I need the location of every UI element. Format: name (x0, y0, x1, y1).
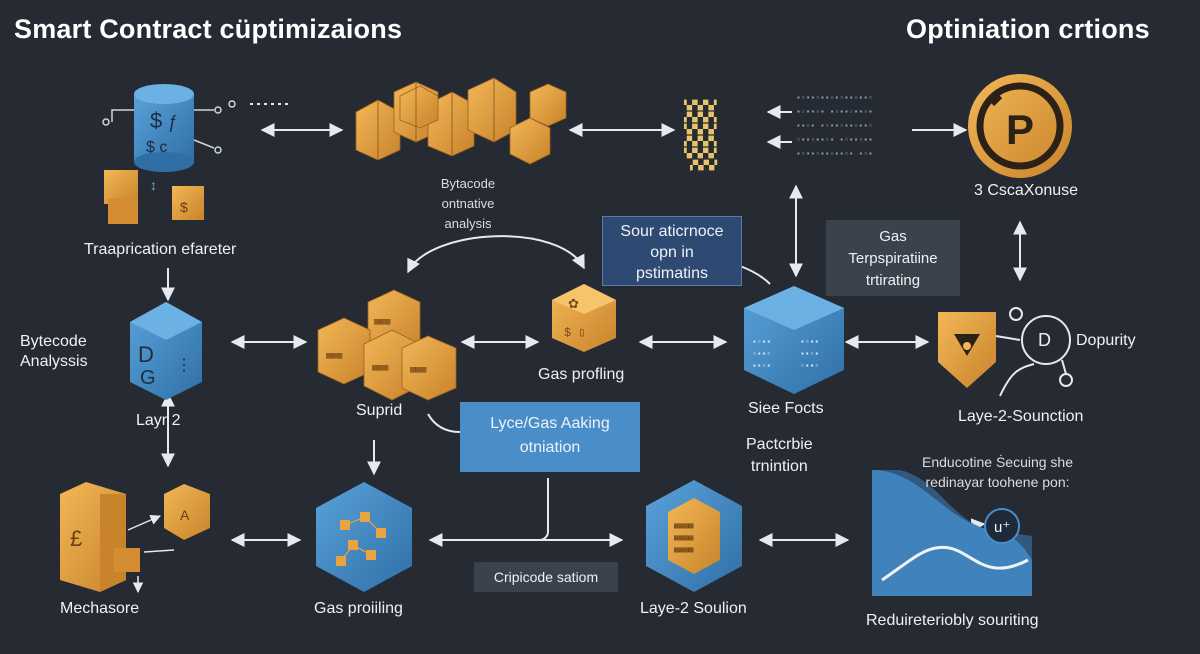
main-title: Smart Contract cüptimizaions (14, 14, 403, 44)
svg-text:£: £ (70, 526, 82, 551)
svg-text:A: A (180, 507, 190, 523)
p-coin-icon: P (968, 74, 1072, 178)
svg-text:▪▫▪▪: ▪▫▪▪ (752, 338, 771, 347)
svg-text:▪▫▪▪▫▪ ▪▫▪▪▫▪▪▫▪: ▪▫▪▪▫▪ ▪▫▪▪▫▪▪▫▪ (796, 108, 873, 117)
svg-text:▦▦▦: ▦▦▦ (372, 363, 389, 373)
gas-box: Gas Terpspiratiine trtirating (826, 220, 960, 296)
svg-text:▫▪▪▫▪▪▫▪ ▪▫▪▪▫▪▪: ▫▪▪▫▪▪▫▪ ▪▫▪▪▫▪▪ (796, 136, 873, 145)
arrow-curve-suprid (427, 413, 461, 433)
svg-text:↕: ↕ (150, 177, 157, 193)
layr2-label: Layr 2 (136, 412, 181, 429)
d-letter: D (1038, 330, 1051, 350)
svg-text:$: $ (150, 108, 162, 133)
svg-text:▚▞▚▞▚▞: ▚▞▚▞▚▞ (683, 99, 717, 111)
svg-text:u⁺: u⁺ (994, 519, 1010, 536)
reduret-label: Reduireteriobly souriting (866, 612, 1039, 629)
svg-text:▚▞▚▞▚▞: ▚▞▚▞▚▞ (683, 147, 717, 159)
svg-text:$ c: $ c (146, 139, 167, 156)
laye2-sounction-label: Laye-2-Sounction (958, 408, 1084, 425)
svg-text:▫▪▪▫: ▫▪▪▫ (752, 350, 771, 359)
gas-proiiling-label: Gas proiiling (314, 600, 403, 617)
mechasore-label: Mechasore (60, 600, 140, 617)
svg-text:▞▚▞▚▞▚: ▞▚▞▚▞▚ (683, 135, 717, 147)
binary-code-cube-icon: ▚▞▚▞▚▞ ▞▚▞▚▞▚ ▚▞▚▞▚▞ ▞▚▞▚▞▚ ▚▞▚▞▚▞ ▞▚▞▚▞… (683, 94, 873, 171)
arrow-lyce-down (539, 478, 549, 541)
gas-profiling-cube-icon: ✿ $ ▯ (552, 284, 616, 352)
siee-focts-cube-icon: ▪▫▪▪ ▫▪▪▫ ▪▪▫▪ ▪▫▪▪ ▪▪▫▪ ▫▪▪▫ (744, 286, 844, 394)
svg-text:▦▦▦: ▦▦▦ (326, 351, 343, 361)
csca-xonuse-label: 3 CscaXonuse (974, 182, 1079, 199)
svg-text:P: P (1006, 106, 1034, 153)
bytecode-analysis-cube-icon: D G ⋮ (130, 302, 202, 400)
bytecode-cubes-icon (355, 77, 567, 165)
arrow-curve-sour (739, 265, 771, 285)
layer2-hex-icon: ▦▦▦▦ ▦▦▦▦ ▦▦▦▦ (646, 480, 742, 592)
svg-text:▦▦▦▦: ▦▦▦▦ (674, 522, 693, 531)
pacterbie-label: Pactcrbie trnintion (746, 436, 813, 475)
bytecode-top-label: Bytacode ontnative analysis (440, 176, 496, 231)
gas-profling-label: Gas profling (538, 366, 625, 383)
area-chart-icon: u⁺ (872, 470, 1032, 596)
svg-text:▪▫▪▪▫▪▪▫▪▫▪▪▫▪▪▫: ▪▫▪▪▫▪▪▫▪▫▪▪▫▪▪▫ (796, 94, 873, 103)
svg-text:▪▪▫▪ ▪▫▪▪▫▪▪▫▪▪▫: ▪▪▫▪ ▪▫▪▪▫▪▪▫▪▪▫ (796, 122, 873, 131)
svg-text:⋮: ⋮ (176, 357, 192, 375)
svg-text:▦▦▦▦: ▦▦▦▦ (674, 534, 693, 543)
connector-arrows (161, 103, 1027, 547)
sour-box: Sour aticrnoce opn in pstimatins (602, 216, 742, 286)
svg-text:ƒ: ƒ (168, 112, 178, 132)
svg-text:▪▪▫▪: ▪▪▫▪ (800, 350, 819, 359)
siee-focts-label: Siee Focts (748, 400, 824, 417)
shield-icon (938, 312, 996, 388)
d-circle-icon (995, 307, 1073, 397)
laye2-soulion-label: Laye-2 Soulion (640, 600, 747, 617)
cripi-box: Cripicode satiom (474, 562, 618, 592)
svg-text:▪▪▫▪: ▪▪▫▪ (752, 362, 771, 371)
suprid-cubes-icon: ▦▦▦ ▦▦▦ ▦▦▦ ▦▦▦ (317, 289, 457, 401)
enducotine-label: Enducotine Ṡecuing she redinayar toohene… (922, 454, 1073, 490)
svg-text:▪▫▪▪: ▪▫▪▪ (800, 338, 819, 347)
lyce-box: Lyce/Gas Aaking otniation (460, 402, 640, 472)
dopurity-label: Dopurity (1076, 332, 1136, 349)
svg-text:▞▚▞▚▞: ▞▚▞▚▞ (689, 159, 718, 171)
right-title: Optiniation crtions (906, 14, 1150, 44)
gas-profiling-hex-icon (316, 482, 412, 592)
svg-text:▚▞▚▞▚▞: ▚▞▚▞▚▞ (683, 123, 717, 135)
svg-text:▞▚▞▚▞▚: ▞▚▞▚▞▚ (683, 111, 717, 123)
svg-text:$: $ (180, 199, 188, 215)
svg-text:▦▦▦: ▦▦▦ (410, 365, 427, 375)
svg-text:▦▦▦▦: ▦▦▦▦ (674, 546, 693, 555)
mechasore-icon: £ A (60, 482, 210, 594)
svg-text:▪▫▪▪▫▪▪▫▪▪▫▪ ▪▫▪: ▪▫▪▪▫▪▪▫▪▪▫▪ ▪▫▪ (796, 150, 873, 159)
traaprication-label: Traaprication efarеter (84, 241, 237, 258)
svg-text:$ ▯: $ ▯ (564, 326, 586, 340)
svg-text:G: G (140, 367, 156, 389)
svg-text:✿: ✿ (568, 296, 579, 311)
database-icon: $ ƒ $ c $ ↕ (102, 84, 236, 224)
svg-text:▦▦▦: ▦▦▦ (374, 317, 391, 327)
svg-text:D: D (138, 342, 154, 367)
bytecode-left-label: Bytecode Analyssis (20, 333, 88, 370)
suprid-label: Suprid (356, 402, 403, 419)
svg-text:▫▪▪▫: ▫▪▪▫ (800, 362, 819, 371)
arrow-curve-top (407, 235, 585, 274)
